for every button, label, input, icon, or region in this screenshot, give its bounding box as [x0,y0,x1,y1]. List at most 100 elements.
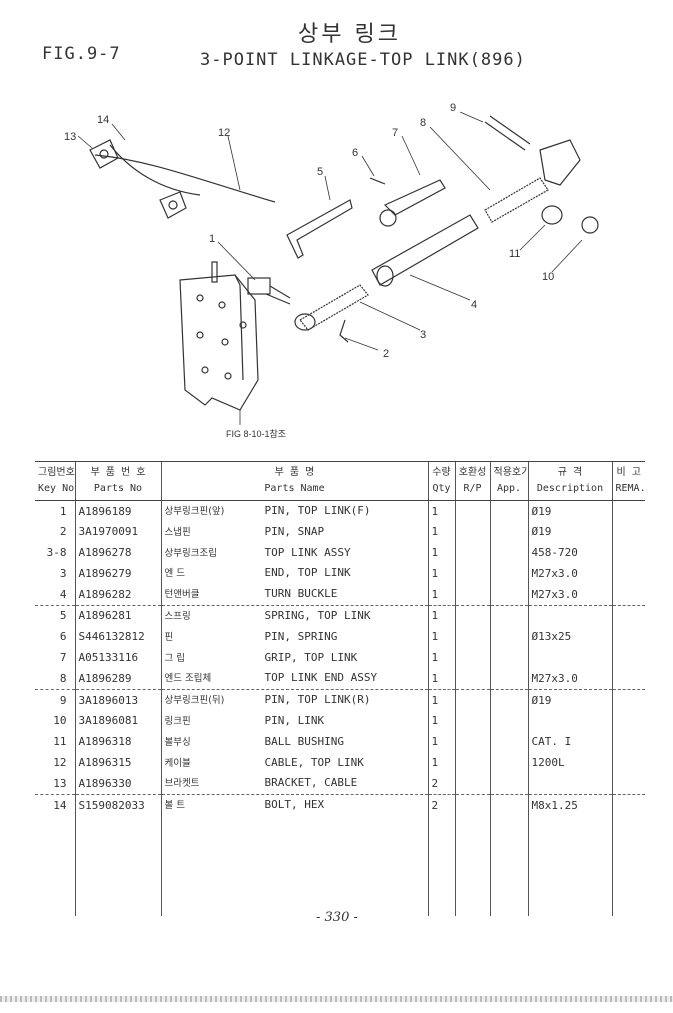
parts-name-english: PIN, TOP LINK(R) [264,693,371,707]
parts-name-korean: 볼부싱 [164,736,191,748]
key-no-cell: 9 [59,693,67,707]
parts-name-cell: 엔드 조립체 TOP LINK END ASSY [160,668,428,691]
rp-cell [454,773,490,796]
parts-name-korean: 케이블 [164,757,191,769]
key-no-cell: 14 [53,798,67,812]
parts-name-english: SPRING, TOP LINK [264,608,371,622]
korean-title: 상부 링크 [298,22,401,47]
mounting-plate-drawing [179,261,259,411]
part-no-cell: A1896281 [74,605,161,627]
callout-9: 9 [450,102,456,114]
parts-name-english: TOP LINK END ASSY [264,671,378,685]
empty-cell [527,815,612,916]
part-no-cell: A1896318 [74,731,161,753]
part-no-cell: 3A1896081 [74,710,161,732]
parts-name-korean: 엔 드 [164,568,186,580]
key-no-cell: 3-8 [46,546,67,560]
parts-name-english: PIN, SNAP [264,524,325,538]
empty-cell [427,815,455,916]
description-cell: Ø19 [527,500,612,522]
rp-cell [454,752,490,774]
key-no-cell: 12 [53,756,67,770]
rp-cell [454,563,490,585]
callout-8: 8 [420,117,426,129]
remarks-cell [611,668,645,691]
part-no-cell: A1896330 [74,773,161,796]
parts-name-english: BALL BUSHING [264,734,344,748]
parts-name-english: TOP LINK ASSY [264,545,351,559]
qty-cell: 1 [427,521,455,543]
callout-5: 5 [317,166,323,178]
parts-name-korean: 상부링크핀(앞) [164,506,225,517]
app-cell [489,752,528,774]
parts-name-korean: 핀 [164,631,174,643]
key-no-cell: 13 [35,773,75,796]
key-no-cell: 1 [59,504,67,518]
part-no-cell: 3A1896013 [74,689,161,711]
empty-cell [35,816,75,916]
parts-name-english: PIN, SPRING [264,629,338,643]
qty-cell: 1 [427,584,455,606]
description-cell: CAT. I [527,731,612,753]
remarks-cell [611,794,645,816]
key-no-cell: 2 [59,525,67,539]
key-no-cell: 3 [59,566,67,580]
remarks-cell [611,563,645,585]
part-no-cell: A1896289 [74,668,161,691]
empty-cell [160,815,428,916]
app-cell [489,773,528,796]
parts-name-cell: 케이블 CABLE, TOP LINK [160,752,428,774]
qty-cell: 1 [427,563,455,585]
rp-cell [454,689,490,711]
callout-labels: 14 13 12 7 8 9 6 5 1 4 3 2 11 10 FIG 8-1… [64,102,554,439]
remarks-cell [611,710,645,732]
qty-cell: 1 [427,668,455,691]
parts-name-english: CABLE, TOP LINK [264,755,364,769]
callout-2: 2 [383,348,389,360]
callout-11: 11 [509,248,520,260]
rp-cell [454,584,490,606]
parts-name-korean: 상부링크핀(뒤) [164,695,225,707]
parts-name-english: GRIP, TOP LINK [264,650,358,664]
description-cell [527,773,612,796]
rp-cell [454,668,490,691]
parts-name-cell: 브라켓트 BRACKET, CABLE [160,773,428,796]
callout-6: 6 [352,147,358,159]
qty-cell: 2 [427,794,455,816]
description-cell: Ø13x25 [527,626,612,648]
remarks-cell [611,752,645,774]
part-no-cell: S159082033 [74,794,161,816]
parts-name-korean: 엔드 조립체 [164,673,212,685]
remarks-cell [611,605,645,627]
parts-name-english: BRACKET, CABLE [264,776,358,790]
callout-12: 12 [218,127,230,139]
rp-cell [454,626,490,648]
description-cell: Ø19 [527,521,612,543]
empty-table-space [35,815,645,916]
page-number: - 330 - [316,910,358,925]
rp-cell [454,605,490,627]
parts-name-korean: 브라켓트 [164,778,200,790]
callout-3: 3 [420,329,426,341]
parts-name-cell: 볼부싱 BALL BUSHING [160,731,428,753]
parts-name-english: PIN, LINK [264,713,325,727]
